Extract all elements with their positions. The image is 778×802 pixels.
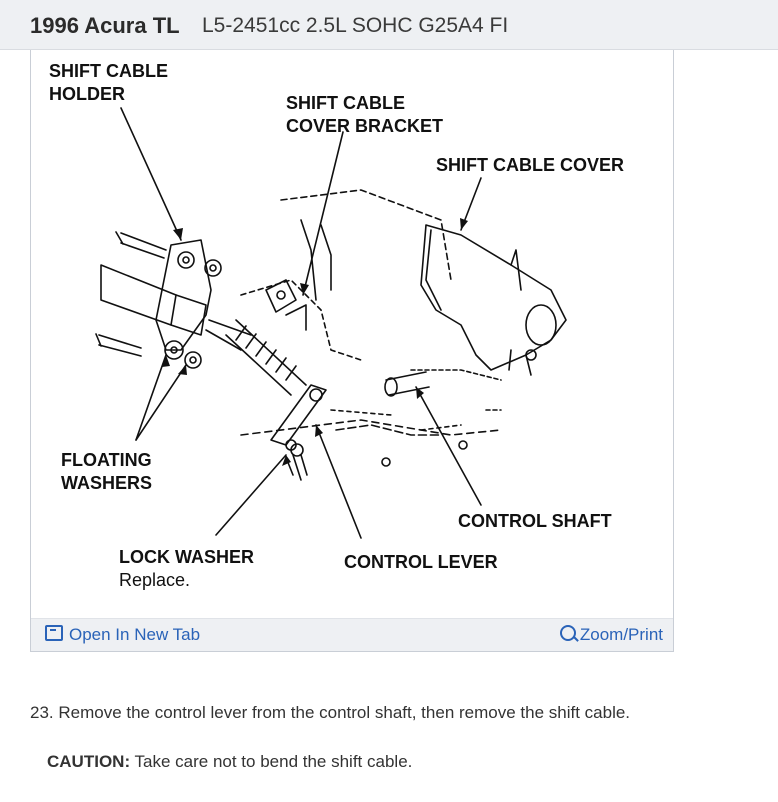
figure-toolbar: Open In New Tab Zoom/Print <box>31 618 673 651</box>
label-shift-cable-holder: SHIFT CABLE HOLDER <box>49 61 168 104</box>
step-23-text: 23. Remove the control lever from the co… <box>30 703 631 722</box>
label-shift-cable-cover-bracket: SHIFT CABLE COVER BRACKET <box>286 93 444 136</box>
vehicle-title: 1996 Acura TL <box>30 13 180 38</box>
label-floating-washers: FLOATING WASHERS <box>61 450 153 493</box>
open-new-tab-icon <box>45 625 63 641</box>
caution-note: CAUTION: Take care not to bend the shift… <box>47 752 412 772</box>
shift-cable-diagram <box>95 107 567 539</box>
page-header: 1996 Acura TL L5-2451cc 2.5L SOHC G25A4 … <box>0 0 778 50</box>
zoom-print-link[interactable]: Zoom/Print <box>559 625 663 645</box>
engine-subtitle: L5-2451cc 2.5L SOHC G25A4 FI <box>202 14 509 37</box>
caution-text: Take care not to bend the shift cable. <box>130 752 413 771</box>
diagram-figure: SHIFT CABLE HOLDER SHIFT CABLE COVER BRA… <box>30 50 674 652</box>
label-shift-cable-cover: SHIFT CABLE COVER <box>436 155 625 175</box>
label-control-shaft: CONTROL SHAFT <box>458 511 612 531</box>
label-lock-washer-note: Replace. <box>119 570 191 590</box>
open-in-new-tab-link[interactable]: Open In New Tab <box>45 625 200 645</box>
label-control-lever: CONTROL LEVER <box>344 552 498 572</box>
label-lock-washer: LOCK WASHER Replace. <box>119 547 254 590</box>
caution-label: CAUTION: <box>47 752 131 771</box>
zoom-magnifier-icon <box>559 625 576 641</box>
